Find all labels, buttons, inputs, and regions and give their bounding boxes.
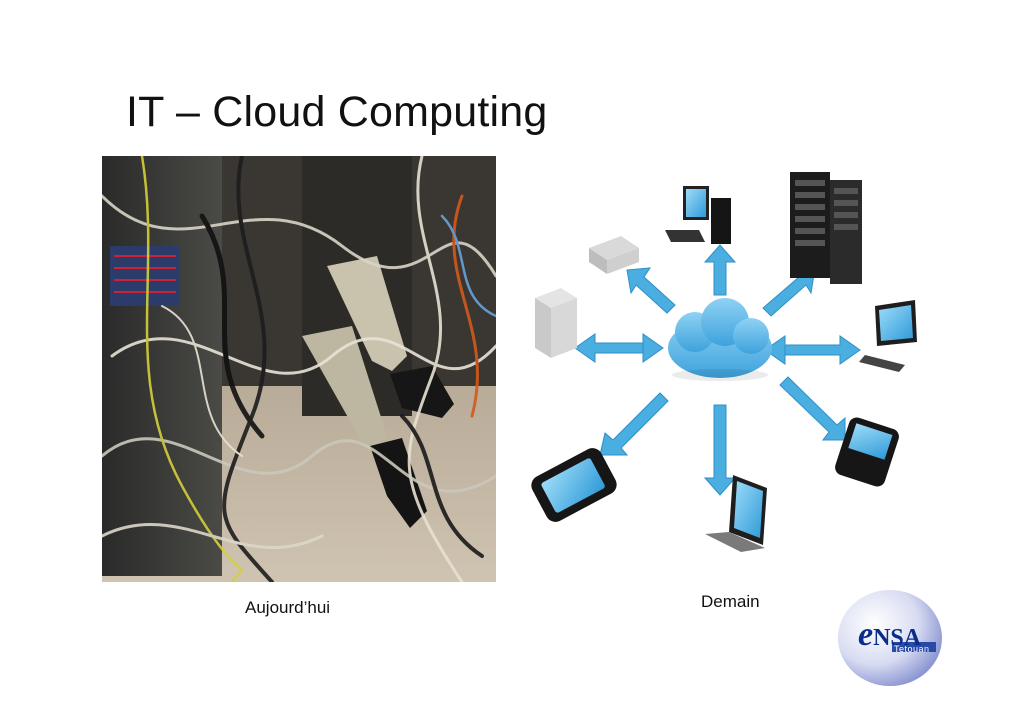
mobile-phone-icon — [531, 448, 617, 522]
cable-mess-photo — [102, 156, 496, 582]
cloud-diagram-illustration — [531, 172, 917, 552]
network-device-icon — [589, 236, 639, 274]
monitor-icon — [859, 300, 917, 372]
arrows — [574, 244, 861, 496]
ensa-logo-emblem — [838, 590, 942, 686]
desktop-computer-icon — [665, 186, 731, 244]
smartphone-icon — [835, 417, 899, 487]
caption-today: Aujourd’hui — [245, 598, 331, 617]
server-rack-icon — [790, 172, 862, 284]
slide-title: IT – Cloud Computing — [126, 88, 548, 136]
cloud-network-diagram — [515, 150, 935, 580]
cable-mess-illustration — [102, 156, 496, 582]
caption-tomorrow: Demain — [701, 592, 760, 611]
ensa-logo: eNSA Tetouan — [836, 588, 944, 688]
cloud-icon — [668, 298, 772, 381]
laptop-icon — [705, 475, 767, 552]
logo-wordmark: eNSA — [858, 616, 921, 654]
logo-name: NSA — [873, 625, 922, 651]
logo-letter: e — [858, 616, 874, 653]
logo-subtitle: Tetouan — [894, 644, 930, 654]
tower-server-icon — [535, 288, 577, 358]
